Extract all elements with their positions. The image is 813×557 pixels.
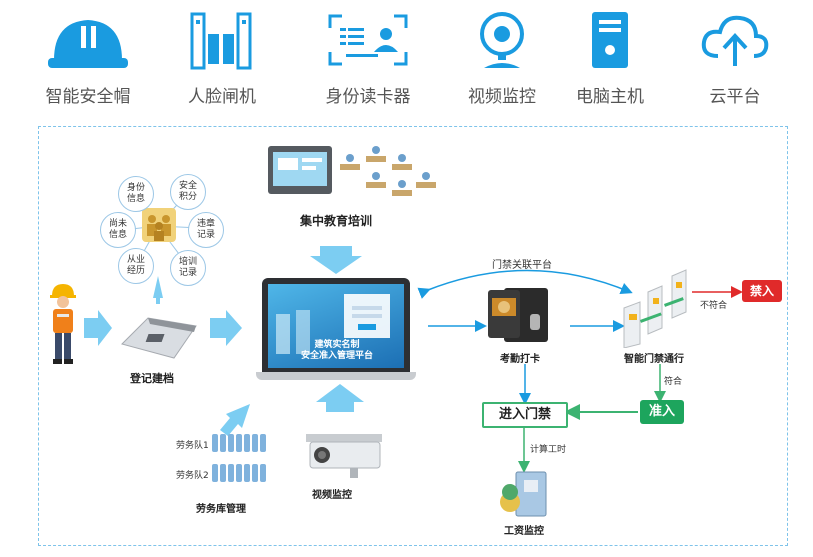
training-classroom-icon [340,146,436,196]
calc-hours-label: 计算工时 [530,445,567,455]
wage-monitor-icon [500,471,547,517]
device-label-face-gate: 人脸闸机 [188,87,256,107]
bubble-work-history: 从业经历 [118,248,154,284]
bubble-identity-info: 身份信息 [118,176,154,212]
not-match-label: 不符合 [700,301,728,311]
bubble-safety-points: 安全积分 [170,174,206,210]
id-reader-icon [328,14,408,66]
gate-pass-label: 智能门禁通行 [624,354,684,365]
arrow-register-up [153,276,163,298]
arrow-platform-curve [417,269,633,299]
helmet-icon [48,20,128,68]
device-label-id-reader: 身份读卡器 [325,87,411,107]
attendance-label: 考勤打卡 [500,354,540,365]
platform-title: 建筑实名制 安全准入管理平台 [292,340,382,362]
forbidden-badge: 禁入 [742,280,782,302]
device-label-computer: 电脑主机 [576,87,644,107]
arrow-register-to-platform [210,310,242,346]
bubble-violation-record: 违章记录 [188,212,224,248]
cloud-upload-icon [701,15,769,66]
match-label: 符合 [664,377,683,387]
labor-team-people-icon [212,434,266,482]
device-label-cloud: 云平台 [709,87,761,107]
device-label-camera: 视频监控 [468,87,536,107]
enter-gate-box: 进入门禁 [482,402,568,428]
arrow-video-up [316,384,364,412]
video-camera-icon [306,434,382,478]
training-label: 集中教育培训 [300,214,373,228]
register-label: 登记建档 [130,372,174,385]
attendance-device-icon [488,288,548,342]
worker-group-icon [142,208,176,242]
allowed-badge: 准入 [640,400,684,424]
arrow-training-down [310,246,362,274]
register-device-icon [121,317,197,359]
diagram-frame [38,126,788,546]
training-screen-icon [268,146,332,194]
laptop-base [256,372,416,380]
bubble-training-record: 培训记录 [170,250,206,286]
team2-label: 劳务队2 [176,471,209,481]
arrow-worker-to-register [84,310,112,346]
worker-icon [50,284,76,364]
arrow-labor-up [220,404,250,436]
face-gate-icon [190,12,252,70]
team1-label: 劳务队1 [176,441,209,451]
access-platform-label: 门禁关联平台 [492,260,552,271]
bubble-unknown-info: 尚未信息 [100,212,136,248]
labor-mgmt-label: 劳务库管理 [196,504,246,515]
platform-title-line1: 建筑实名制 [314,340,360,350]
video-monitor-label: 视频监控 [312,490,352,501]
camera-icon [480,12,524,68]
computer-icon [592,12,628,68]
smart-gate-icon [623,269,687,348]
device-label-helmet: 智能安全帽 [45,87,131,107]
laptop-screen [268,284,404,368]
platform-title-line2: 安全准入管理平台 [300,351,373,361]
gate-scene-graphic [276,294,390,354]
wage-monitor-label: 工资监控 [504,526,544,537]
